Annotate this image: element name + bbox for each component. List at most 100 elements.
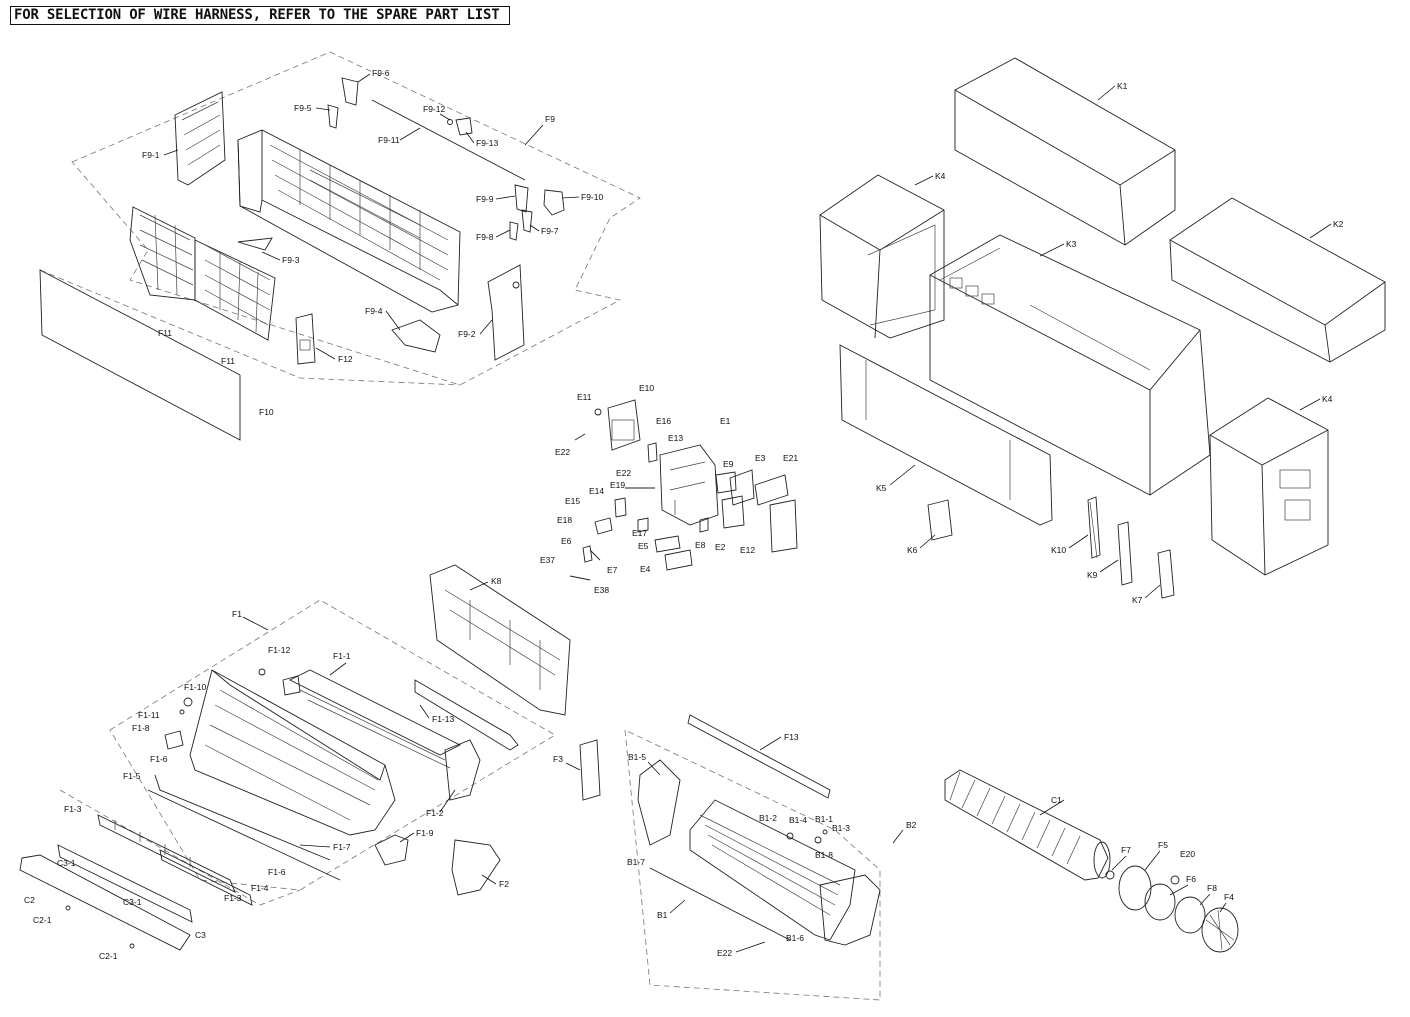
label-B1-2: B1-2 [759, 813, 777, 823]
label-F9-4: F9-4 [365, 306, 383, 316]
label-E4: E4 [640, 564, 651, 574]
label-K5: K5 [876, 483, 887, 493]
label-K9: K9 [1087, 570, 1098, 580]
label-F1-6-a: F1-6 [150, 754, 168, 764]
label-F1-3-b: F1-3 [224, 893, 242, 903]
label-E9: E9 [723, 459, 734, 469]
label-F1-5: F1-5 [123, 771, 141, 781]
wire-harness-note: FOR SELECTION OF WIRE HARNESS, REFER TO … [10, 6, 510, 25]
label-E6: E6 [561, 536, 572, 546]
label-C3-1-b: C3-1 [123, 897, 142, 907]
label-F9-5: F9-5 [294, 103, 312, 113]
front-grille-group [39, 51, 641, 441]
label-F11-a: F11 [158, 328, 172, 338]
label-E22-a: E22 [555, 447, 570, 457]
label-F6: F6 [1186, 874, 1196, 884]
label-F9-1: F9-1 [142, 150, 160, 160]
label-C2: C2 [24, 895, 35, 905]
label-F3: F3 [553, 754, 563, 764]
rear-frame-group [19, 564, 601, 951]
label-C3-1-a: C3-1 [57, 858, 76, 868]
label-B1-5: B1-5 [628, 752, 646, 762]
label-E12: E12 [740, 545, 755, 555]
label-F9-11: F9-11 [378, 135, 400, 145]
label-E17: E17 [632, 528, 647, 538]
label-B1-6: B1-6 [786, 933, 804, 943]
part-labels: F9-6 F9-5 F9-12 F9-11 F9-13 F9 F9-1 F9-9… [24, 68, 1344, 961]
label-K10: K10 [1051, 545, 1066, 555]
label-B1-8: B1-8 [815, 850, 833, 860]
label-E20: E20 [1180, 849, 1195, 859]
label-E15: E15 [565, 496, 580, 506]
label-E2: E2 [715, 542, 726, 552]
label-E22-c: E22 [717, 948, 732, 958]
label-F5: F5 [1158, 840, 1168, 850]
label-F1-11: F1-11 [138, 710, 160, 720]
label-C3: C3 [195, 930, 206, 940]
label-F11-b: F11 [221, 356, 235, 366]
label-K4-b: K4 [1322, 394, 1333, 404]
label-K7: K7 [1132, 595, 1143, 605]
label-C2-1-b: C2-1 [99, 951, 118, 961]
label-C1: C1 [1051, 795, 1062, 805]
label-F1-6-b: F1-6 [268, 867, 286, 877]
label-F2: F2 [499, 879, 509, 889]
label-F1-1: F1-1 [333, 651, 351, 661]
label-F9-2: F9-2 [458, 329, 476, 339]
label-F7: F7 [1121, 845, 1131, 855]
label-B1: B1 [657, 910, 668, 920]
label-B1-4: B1-4 [789, 815, 807, 825]
label-E10: E10 [639, 383, 654, 393]
label-K3: K3 [1066, 239, 1077, 249]
cross-flow-fan-group [944, 769, 1239, 953]
label-F4: F4 [1224, 892, 1234, 902]
label-K8: K8 [491, 576, 502, 586]
label-F9-12: F9-12 [423, 104, 445, 114]
outer-case-group [819, 57, 1386, 599]
label-F9-13: F9-13 [476, 138, 498, 148]
label-K2: K2 [1333, 219, 1344, 229]
label-E22-b: E22 [616, 468, 631, 478]
label-F9-10: F9-10 [581, 192, 603, 202]
label-E1: E1 [720, 416, 731, 426]
label-F1-2: F1-2 [426, 808, 444, 818]
label-B1-1: B1-1 [815, 814, 833, 824]
label-F1: F1 [232, 609, 242, 619]
label-B1-7: B1-7 [627, 857, 645, 867]
label-E14: E14 [589, 486, 604, 496]
label-F13: F13 [784, 732, 799, 742]
label-F9-9: F9-9 [476, 194, 494, 204]
label-E8: E8 [695, 540, 706, 550]
label-F9: F9 [545, 114, 555, 124]
label-C2-1-a: C2-1 [33, 915, 52, 925]
label-F1-12: F1-12 [268, 645, 290, 655]
label-E11: E11 [577, 392, 592, 402]
label-F9-8: F9-8 [476, 232, 494, 242]
label-F9-7: F9-7 [541, 226, 559, 236]
label-F1-8: F1-8 [132, 723, 150, 733]
label-F1-4: F1-4 [251, 883, 269, 893]
label-E16: E16 [656, 416, 671, 426]
electrical-box-group [569, 399, 798, 581]
label-F1-10: F1-10 [184, 682, 206, 692]
label-K6: K6 [907, 545, 918, 555]
label-E13: E13 [668, 433, 683, 443]
heat-exchanger-group [624, 714, 881, 1001]
label-E19: E19 [610, 480, 625, 490]
label-E38: E38 [594, 585, 609, 595]
label-B2: B2 [906, 820, 917, 830]
label-K1: K1 [1117, 81, 1128, 91]
label-K4-a: K4 [935, 171, 946, 181]
label-F1-9: F1-9 [416, 828, 434, 838]
label-E5: E5 [638, 541, 649, 551]
label-F1-13: F1-13 [432, 714, 454, 724]
label-F12: F12 [338, 354, 353, 364]
label-E21: E21 [783, 453, 798, 463]
label-F8: F8 [1207, 883, 1217, 893]
label-E37: E37 [540, 555, 555, 565]
leader-lines [163, 73, 1332, 953]
label-F1-3-a: F1-3 [64, 804, 82, 814]
label-E3: E3 [755, 453, 766, 463]
label-B1-3: B1-3 [832, 823, 850, 833]
